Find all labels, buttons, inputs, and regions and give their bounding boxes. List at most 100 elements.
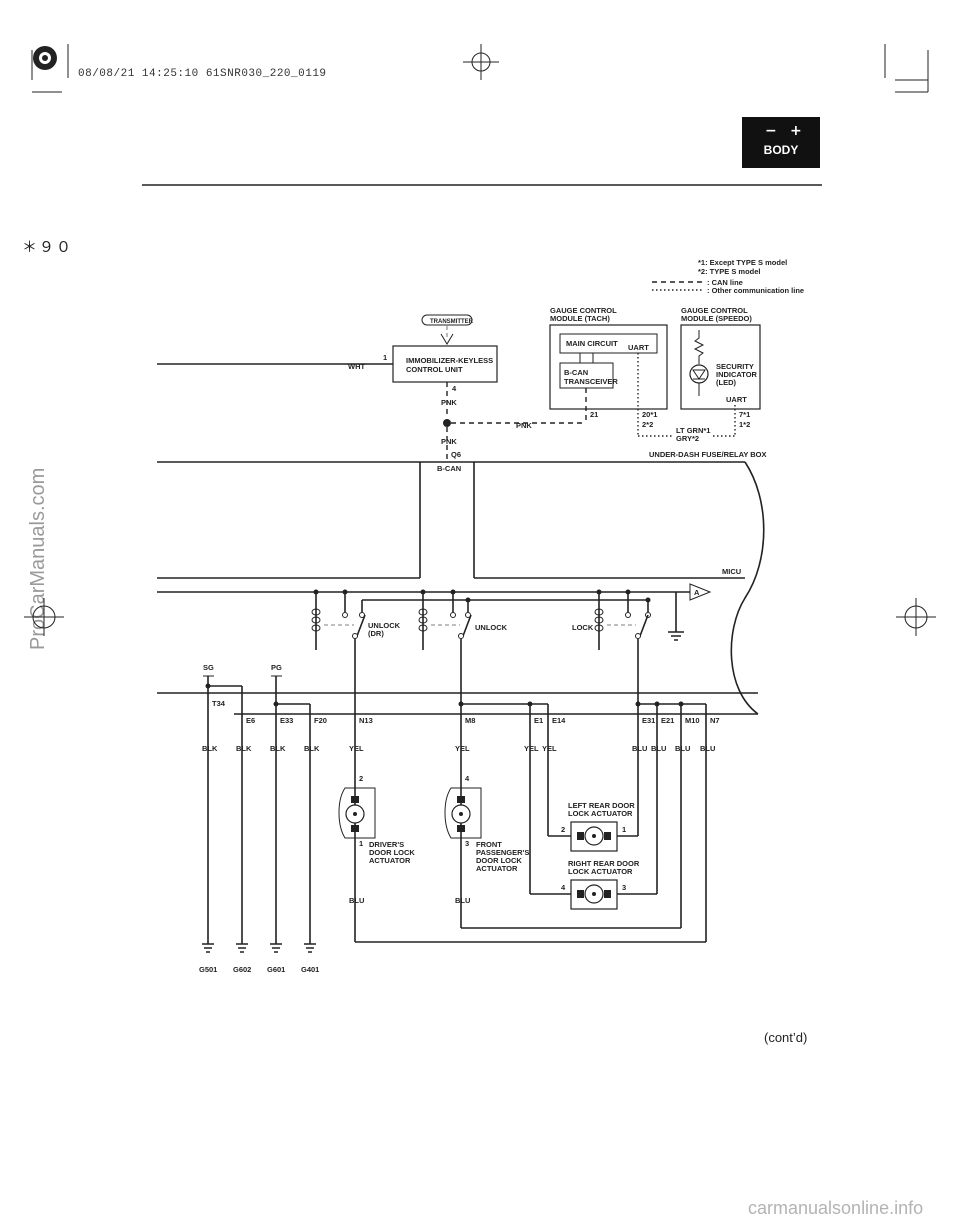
wire-color-label: BLU [675, 744, 690, 753]
footer-watermark: carmanualsonline.info [748, 1198, 924, 1218]
front-passenger-door-actuator: 4 3 FRONT PASSENGER'S DOOR LOCK ACTUATOR… [444, 774, 529, 905]
security-label-2: INDICATOR [716, 370, 758, 379]
wire-fp-blu: BLU [455, 896, 470, 905]
relay-unlock-dr-2: (DR) [368, 629, 384, 638]
wire-color-label: YEL [455, 744, 470, 753]
uart-tach-label: UART [628, 343, 649, 352]
pg-label: PG [271, 663, 282, 672]
pin-fp-4: 4 [465, 774, 470, 783]
transmitter-label: TRANSMITTER [430, 319, 474, 325]
terminal-label: E21 [661, 716, 674, 725]
continued-note: (cont’d) [764, 1030, 808, 1045]
fp-label-3: DOOR LOCK [476, 856, 522, 865]
pin-tach-20: 20*1 [642, 410, 657, 419]
immobilizer-unit: IMMOBILIZER-KEYLESS CONTROL UNIT WHT 1 4… [157, 345, 586, 462]
fp-label-4: ACTUATOR [476, 864, 518, 873]
wire-color-label: BLK [236, 744, 252, 753]
terminal-labels: E6BLKE33BLKF20BLKN13YELM8YELE1YELE14YELE… [202, 716, 720, 753]
bcan-line-label: B-CAN [437, 464, 461, 473]
wire-gry: GRY*2 [676, 434, 699, 443]
terminal-label: M8 [465, 716, 475, 725]
bcan-label-2: TRANSCEIVER [564, 377, 618, 386]
terminal-label: E14 [552, 716, 566, 725]
section-badge: BODY [763, 143, 799, 157]
registration-target-icon [33, 46, 57, 70]
bcan-label-1: B-CAN [564, 368, 588, 377]
terminal-label: E31 [642, 716, 655, 725]
print-stamp: 08/08/21 14:25:10 61SNR030_220_0119 [78, 68, 327, 80]
wire-pnk-c: PNK [441, 437, 457, 446]
terminal-label: M10 [685, 716, 700, 725]
wire-ltgrn: LT GRN*1 [676, 426, 710, 435]
lower-wiring [207, 714, 707, 944]
wire-color-label: BLK [270, 744, 286, 753]
pin-speedo-7: 7*1 [739, 410, 750, 419]
transmitter: TRANSMITTER [421, 314, 474, 345]
terminal-label: N7 [710, 716, 720, 725]
wire-wht: WHT [348, 362, 365, 371]
left-rear-door-actuator: LEFT REAR DOOR LOCK ACTUATOR 2 1 [561, 801, 635, 852]
terminal-label: E1 [534, 716, 543, 725]
gauge-speedo-label-1: GAUGE CONTROL [681, 306, 748, 315]
t34-label: T34 [212, 699, 226, 708]
wire-pnk-b: PNK [516, 421, 532, 430]
ground-label: G602 [233, 965, 251, 974]
wire-color-label: BLU [632, 744, 647, 753]
wire-color-label: BLU [700, 744, 715, 753]
legend-note-2: *2: TYPE S model [698, 267, 761, 276]
legend-can-line: : CAN line [707, 278, 743, 287]
gauge-module-speedo: GAUGE CONTROL MODULE (SPEEDO) SECURITY I… [676, 306, 761, 443]
relay-outputs [354, 639, 707, 714]
wire-pnk-a: PNK [441, 398, 457, 407]
ground-label: G401 [301, 965, 319, 974]
terminal-label: E33 [280, 716, 293, 725]
relay-unlock-dr-1: UNLOCK [368, 621, 401, 630]
pin-tach-2: 2*2 [642, 420, 653, 429]
wire-color-label: YEL [524, 744, 539, 753]
ground-label: G601 [267, 965, 285, 974]
battery-plus-symbol: + [790, 123, 802, 139]
lr-label-1: LEFT REAR DOOR [568, 801, 635, 810]
gauge-tach-label-1: GAUGE CONTROL [550, 306, 617, 315]
pin-lr-1: 1 [622, 825, 626, 834]
micu-label: MICU [722, 567, 741, 576]
fp-label-1: FRONT [476, 840, 502, 849]
legend: *1: Except TYPE S model *2: TYPE S model… [652, 258, 804, 295]
battery-icon: − + BODY [742, 117, 820, 168]
lr-label-2: LOCK ACTUATOR [568, 809, 633, 818]
immobilizer-label-1: IMMOBILIZER-KEYLESS [406, 356, 493, 365]
connector-a: A [694, 588, 700, 597]
page-marker: ＊９０ [22, 238, 74, 256]
pin-speedo-1: 1*2 [739, 420, 750, 429]
ground-icon [236, 943, 248, 953]
relay-lock-label: LOCK [572, 623, 594, 632]
ground-icon [270, 943, 282, 953]
sg-label: SG [203, 663, 214, 672]
fuse-relay-box: UNDER-DASH FUSE/RELAY BOX MICU B-CAN [157, 450, 767, 715]
ground-icon [304, 943, 316, 953]
gauge-module-tach: GAUGE CONTROL MODULE (TACH) MAIN CIRCUIT… [549, 306, 672, 437]
micu-ground-refs: SG T34 PG [203, 663, 311, 714]
led-icon [689, 364, 709, 384]
fuse-box-label: UNDER-DASH FUSE/RELAY BOX [649, 450, 767, 459]
micu-relays: A UNLOCK (DR) UNLOCK [157, 583, 712, 650]
terminal-label: N13 [359, 716, 373, 725]
pin-q6: Q6 [451, 450, 461, 459]
right-rear-door-actuator: RIGHT REAR DOOR LOCK ACTUATOR 4 3 [561, 859, 640, 910]
security-label-3: (LED) [716, 378, 736, 387]
pin-rr-4: 4 [561, 883, 566, 892]
legend-note-1: *1: Except TYPE S model [698, 258, 787, 267]
terminal-label: E6 [246, 716, 255, 725]
wire-color-label: BLK [202, 744, 218, 753]
drivers-door-actuator: 2 1 DRIVER'S DOOR LOCK ACTUATOR BLU [338, 774, 415, 905]
pin-drv-1: 1 [359, 839, 363, 848]
fp-label-2: PASSENGER'S [476, 848, 529, 857]
rr-label-2: LOCK ACTUATOR [568, 867, 633, 876]
crop-marks [24, 44, 936, 636]
immobilizer-label-2: CONTROL UNIT [406, 365, 463, 374]
drivers-label-2: DOOR LOCK [369, 848, 415, 857]
main-circuit-label: MAIN CIRCUIT [566, 339, 618, 348]
relay-unlock-label: UNLOCK [475, 623, 508, 632]
wire-color-label: BLU [651, 744, 666, 753]
